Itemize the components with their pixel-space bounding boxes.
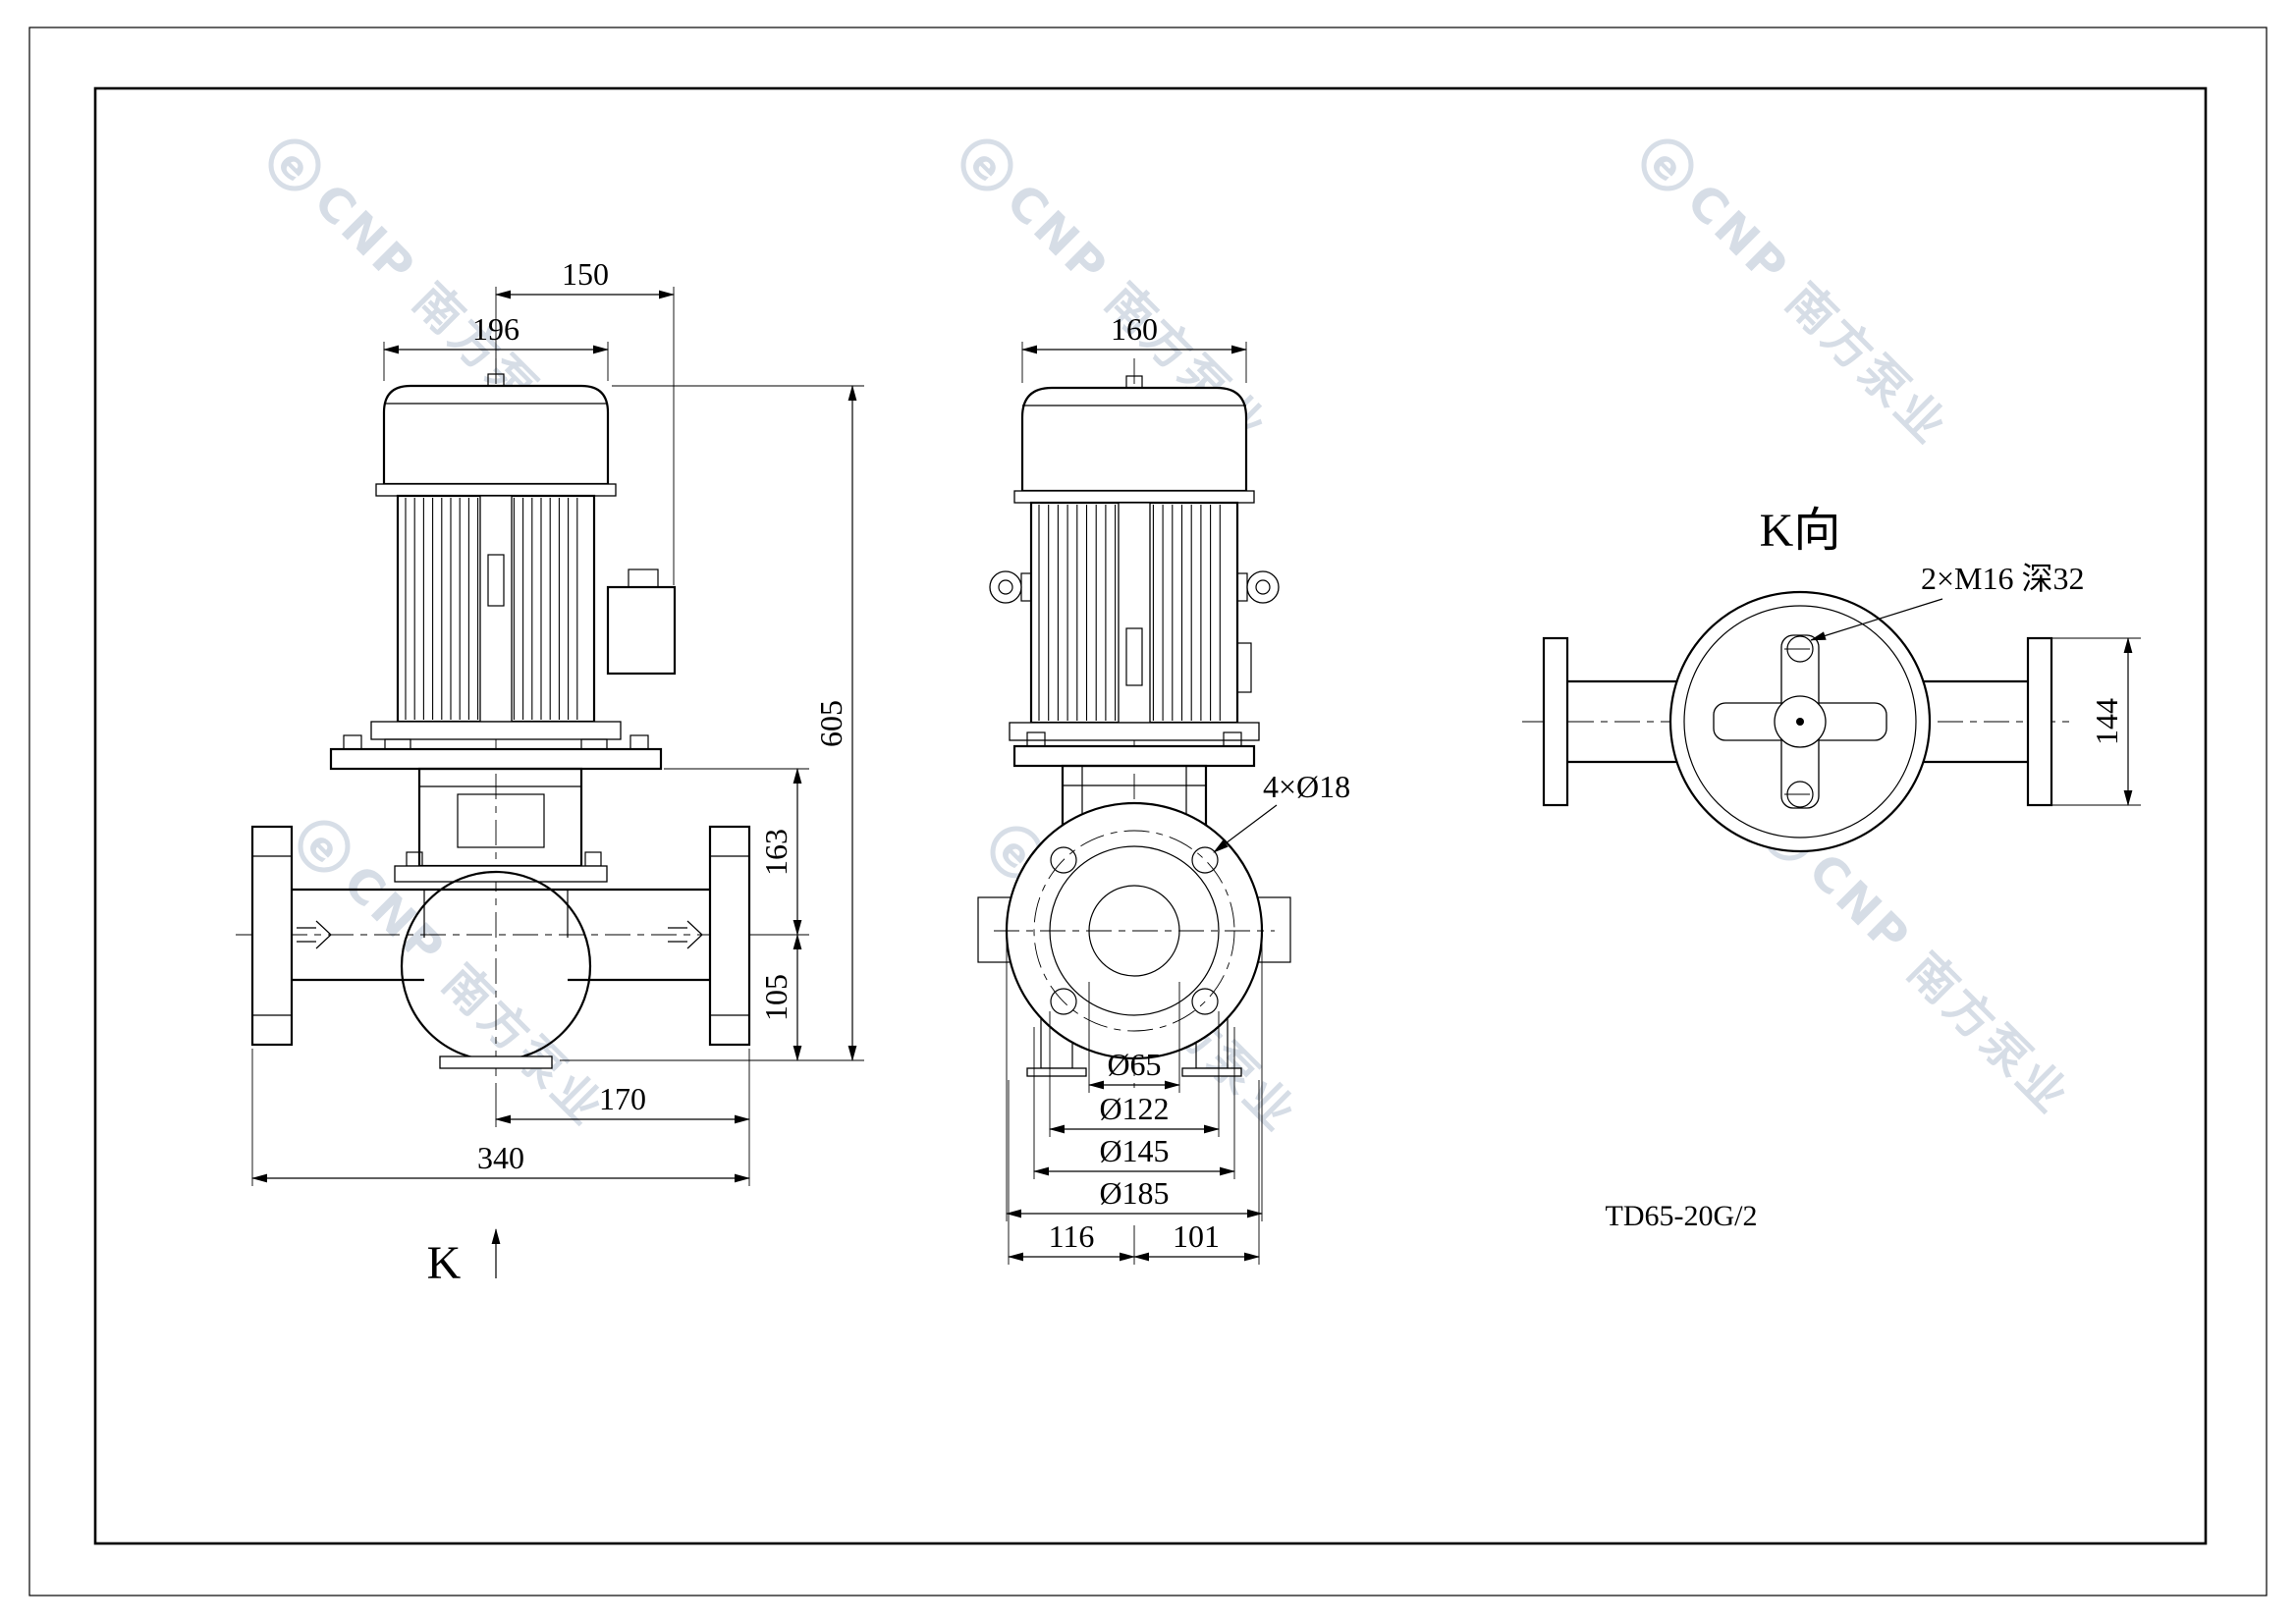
k-view-body <box>1542 590 2053 853</box>
suction-flange <box>250 825 294 1047</box>
watermark-logo-icon <box>298 820 351 873</box>
lifting-eye <box>1246 570 1280 604</box>
tapped-holes-note: 2×M16 深32 <box>1921 561 2085 596</box>
dim-dia-185: Ø185 <box>1099 1175 1169 1211</box>
leader-line <box>1213 804 1278 853</box>
bolt-hole <box>1191 846 1219 874</box>
front-view-dimensions: 160 4×Ø18 Ø65 Ø122 Ø145 Ø185 116 <box>1006 311 1350 1265</box>
dim-116: 116 <box>1049 1218 1095 1254</box>
bolt-hole <box>1191 988 1219 1015</box>
foot <box>1181 1067 1242 1077</box>
k-view-label: K向 <box>1760 505 1841 557</box>
dim-101: 101 <box>1173 1218 1220 1254</box>
motor-front <box>989 375 1280 741</box>
dim-144: 144 <box>2089 698 2124 745</box>
casing-foot <box>439 1055 553 1069</box>
flow-arrow-icon <box>668 920 703 949</box>
bolt-hole <box>1050 988 1077 1015</box>
discharge-flange <box>708 825 751 1047</box>
dim-150: 150 <box>562 256 609 292</box>
discharge-flange-top <box>2026 636 2053 807</box>
dim-dia-145: Ø145 <box>1099 1133 1169 1168</box>
dim-105: 105 <box>758 974 793 1021</box>
suction-flange-top <box>1542 636 1569 807</box>
side-view: 150 196 605 163 105 170 340 K <box>236 256 864 1289</box>
front-view: 160 4×Ø18 Ø65 Ø122 Ø145 Ø185 116 <box>977 311 1350 1265</box>
watermark-text: CNP 南方泵业 <box>1675 173 1958 456</box>
side-view-dimensions: 150 196 605 163 105 170 340 K <box>251 256 864 1289</box>
watermark: e CNP 南方泵业 <box>1641 138 1958 456</box>
bolt-holes-note: 4×Ø18 <box>1263 769 1350 804</box>
dim-340: 340 <box>477 1140 524 1175</box>
watermark-text: CNP 南方泵业 <box>332 854 615 1137</box>
watermark-logo-icon <box>1641 138 1694 191</box>
dim-dia-65: Ø65 <box>1107 1047 1161 1082</box>
terminal-box <box>606 585 677 676</box>
lantern-side <box>394 767 608 883</box>
foot <box>1026 1067 1087 1077</box>
flow-arrow-icon <box>297 920 332 949</box>
dim-196: 196 <box>472 311 519 347</box>
dim-605: 605 <box>813 700 848 747</box>
pump-casing-side <box>250 825 751 1069</box>
dim-160: 160 <box>1111 311 1158 347</box>
border-frame <box>28 27 2268 1596</box>
dim-dia-122: Ø122 <box>1099 1091 1169 1126</box>
model-number: TD65-20G/2 <box>1606 1200 1758 1232</box>
leader-line <box>1810 598 1943 641</box>
watermark: e CNP 南方泵业 <box>298 820 615 1137</box>
dim-163: 163 <box>758 829 793 876</box>
dim-170: 170 <box>599 1081 646 1116</box>
lifting-eye <box>989 570 1022 604</box>
bolt-hole <box>1050 846 1077 874</box>
watermark-logo-icon <box>268 138 321 191</box>
k-view-dimensions: 2×M16 深32 144 <box>1810 561 2141 806</box>
pump-casing-front <box>977 801 1291 1077</box>
watermark-logo-icon <box>960 138 1013 191</box>
watermark-text: CNP 南方泵业 <box>1797 842 2080 1125</box>
k-view: K向 2×M16 深32 144 <box>1522 505 2141 853</box>
motor-side <box>370 373 677 750</box>
k-direction-label: K <box>427 1237 462 1289</box>
